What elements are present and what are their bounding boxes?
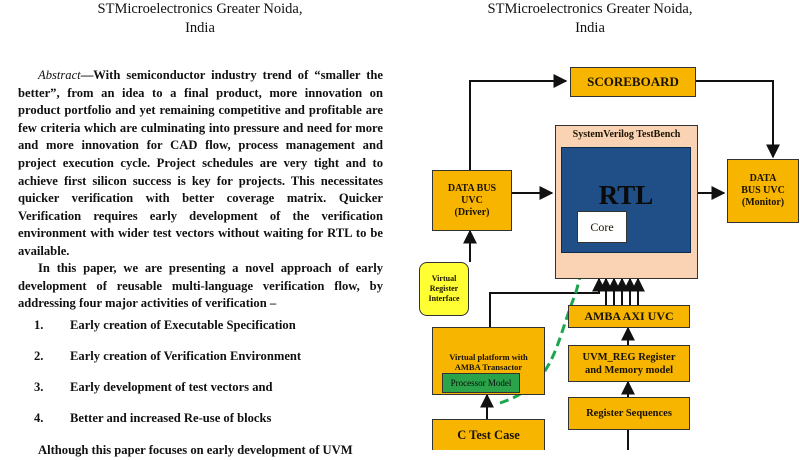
list-item-text: Early development of test vectors and [70,380,273,394]
processor-model-box: Processor Model [442,373,520,393]
register-sequences-label: Register Sequences [586,408,672,419]
list-item-text: Early creation of Executable Specificati… [70,318,296,332]
vplatform-label-line1: Virtual platform with [449,352,528,362]
list-item-number: 4. [34,411,44,425]
intro-paragraph: In this paper, we are presenting a novel… [18,261,383,311]
abstract-section: Abstract—With semiconductor industry tre… [18,67,383,261]
truncated-text: Although this paper focuses on early dev… [38,443,353,457]
list-item-number: 1. [34,318,44,332]
affiliation-left-line2: India [185,20,215,36]
list-item-text: Early creation of Verification Environme… [70,349,302,363]
affiliation-right: STMicroelectronics Greater Noida, India [400,0,780,38]
c-test-case-box: C Test Case [432,419,545,450]
register-sequences-box: Register Sequences [568,397,690,430]
verification-diagram: SCOREBOARD SystemVerilog TestBench RTL C… [405,55,800,450]
abstract-label: Abstract [38,68,81,82]
uvm-reg-box: UVM_REG Register and Memory model [568,345,690,382]
abstract-text: —With semiconductor industry trend of “s… [18,68,383,258]
driver-label-line1: DATA BUS [447,182,497,194]
list-item: 4. Better and increased Re-use of blocks [34,411,271,426]
driver-box: DATA BUS UVC (Driver) [432,170,512,231]
truncated-paragraph: Although this paper focuses on early dev… [18,442,383,460]
monitor-label-line1: DATA [749,173,777,184]
uvmreg-label-line2: and Memory model [584,364,674,376]
virtual-register-interface-box: Virtual Register Interface [419,262,469,316]
monitor-label-line3: (Monitor) [741,197,785,208]
list-item-number: 3. [34,380,44,394]
processor-model-label: Processor Model [450,378,512,388]
driver-label-line2: UVC [461,194,483,206]
core-box: Core [577,211,627,243]
list-item: 1. Early creation of Executable Specifica… [34,318,296,333]
scoreboard-label: SCOREBOARD [587,74,679,89]
vri-label-line1: Virtual [431,274,457,283]
vri-label-line3: Interface [428,294,460,303]
vri-label-line2: Register [429,284,459,293]
list-item-number: 2. [34,349,44,363]
monitor-label-line2: BUS UVC [741,185,785,196]
affiliation-left-line1: STMicroelectronics Greater Noida, [97,1,303,17]
driver-label-line3: (Driver) [454,206,490,218]
core-label: Core [590,219,614,234]
list-item: 3. Early development of test vectors and [34,380,273,395]
vplatform-label-line2: AMBA Transactor [454,362,523,372]
scoreboard-box: SCOREBOARD [570,67,696,97]
testbench-label: SystemVerilog TestBench [572,129,681,140]
amba-axi-uvc-box: AMBA AXI UVC [568,305,690,328]
list-item-text: Better and increased Re-use of blocks [70,411,272,425]
uvmreg-label-line1: UVM_REG Register [582,351,676,363]
c-test-case-label: C Test Case [457,427,520,442]
rtl-label: RTL [598,180,654,210]
amba-axi-uvc-label: AMBA AXI UVC [584,309,674,323]
abstract-paragraph: Abstract—With semiconductor industry tre… [18,67,383,261]
intro-section: In this paper, we are presenting a novel… [18,260,383,313]
affiliation-left: STMicroelectronics Greater Noida, India [0,0,400,38]
affiliation-right-line2: India [575,20,605,36]
monitor-box: DATA BUS UVC (Monitor) [727,159,799,223]
list-item: 2. Early creation of Verification Environ… [34,349,301,364]
affiliation-right-line1: STMicroelectronics Greater Noida, [487,1,693,17]
